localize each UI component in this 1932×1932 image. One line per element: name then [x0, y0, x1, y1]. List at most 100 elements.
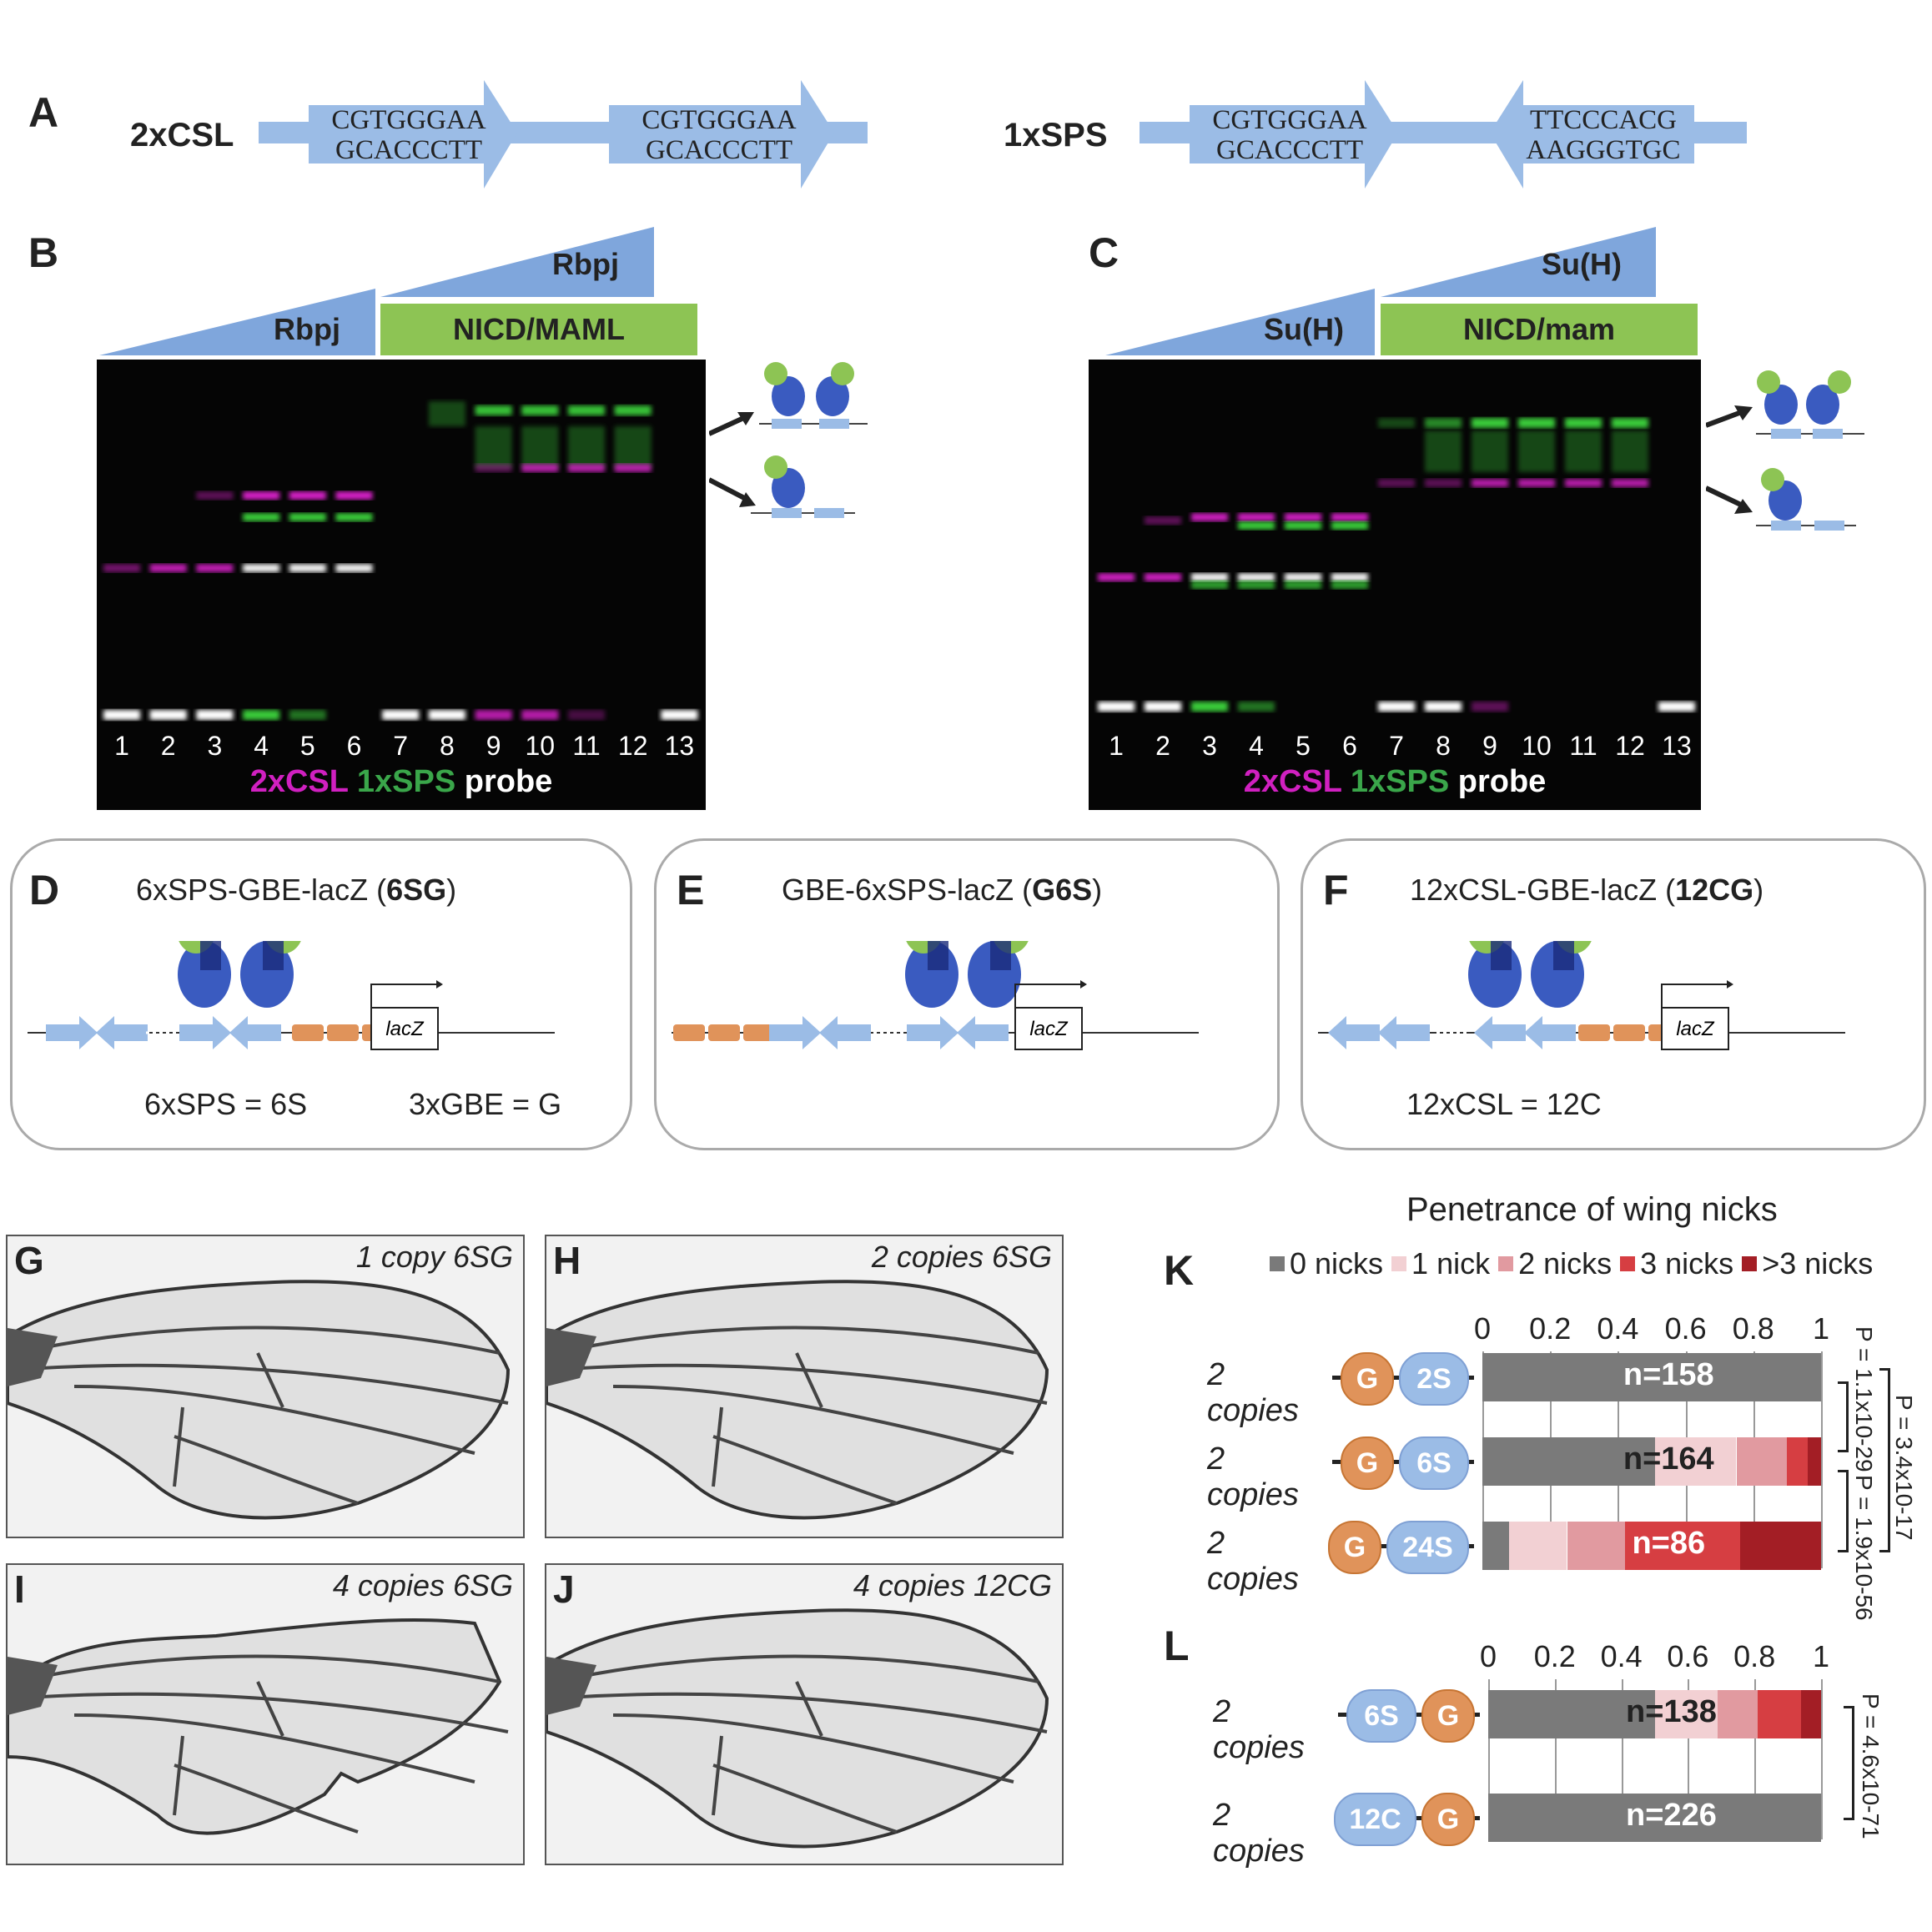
protein-label: Rbpj: [274, 312, 340, 346]
gel-band: [1425, 430, 1462, 472]
bar-segment: [1801, 1690, 1821, 1738]
gel-band: [382, 710, 420, 720]
protein-label: Su(H): [1542, 247, 1622, 281]
gbe-badge: G: [1328, 1521, 1381, 1574]
wing-vein: [554, 1363, 1048, 1405]
x-tick-label: 0.8: [1732, 1311, 1774, 1346]
x-tick-label: 1: [1812, 1639, 1830, 1673]
gridline: [1621, 1679, 1623, 1839]
construct-title: 6xSPS-GBE-lacZ (6SG): [136, 873, 457, 907]
maml-protein: [263, 941, 284, 970]
lane-number: 11: [1569, 731, 1597, 761]
complex-schematic-b: [709, 362, 868, 518]
lacz-box: [1661, 1007, 1729, 1050]
wing-vein: [73, 1713, 475, 1784]
gbe-site: [743, 1024, 775, 1041]
complex-label: NICD/MAML: [453, 312, 625, 346]
gel-band: [1518, 418, 1555, 428]
wing-vein: [795, 1352, 823, 1408]
lane-number: 4: [1249, 731, 1264, 761]
gel-band: [1612, 430, 1648, 472]
protein-label: Su(H): [1264, 312, 1344, 346]
gel-band: [568, 405, 605, 415]
gel-band: [568, 710, 605, 720]
gel-band: [1285, 581, 1321, 589]
legend-swatch: [1498, 1256, 1514, 1271]
x-tick-label: 0.4: [1597, 1311, 1639, 1346]
row-label: 2 copies: [1207, 1441, 1299, 1512]
construct-diagram: lacZ: [672, 941, 1199, 1050]
significance-bracket: [1844, 1706, 1854, 1820]
wing-vein: [173, 1406, 184, 1487]
bar-segment: [1736, 1437, 1788, 1486]
arrow-icon: [709, 477, 751, 503]
maml-protein: [1553, 941, 1574, 970]
bar-segment: [1509, 1522, 1567, 1570]
gridline: [1821, 1679, 1823, 1839]
gel-band: [1238, 573, 1275, 581]
probe-legend: 2xCSL 1xSPS probe: [1243, 764, 1547, 799]
wing-hinge: [546, 1657, 596, 1715]
site-arrow-right: [1190, 80, 1398, 189]
concentration-wedge: [99, 289, 375, 355]
promoter-arrow-icon: [1014, 984, 1080, 1008]
gel-band: [1145, 516, 1181, 525]
gel-band: [1472, 418, 1508, 428]
gel-band: [475, 426, 512, 468]
chart-title: Penetrance of wing nicks: [1406, 1191, 1778, 1228]
wing-vein: [15, 1363, 509, 1405]
construct-box-d: D 6xSPS-GBE-lacZ (6SG) lacZ 6xSPS = 6S 3…: [10, 838, 632, 1150]
gel-band: [568, 464, 605, 472]
gel-band: [1472, 702, 1508, 712]
legend-item: 0 nicks: [1270, 1246, 1383, 1281]
lane-number: 6: [346, 731, 362, 761]
panel-label-f: F: [1323, 867, 1349, 913]
gbe-badge: G: [1341, 1352, 1394, 1406]
gel-band: [289, 513, 326, 521]
legend-label: 0 nicks: [1290, 1246, 1384, 1280]
wing-vein: [612, 1385, 1014, 1455]
wing-hinge: [8, 1657, 58, 1715]
seq-name-1xsps: 1xSPS: [1004, 117, 1108, 153]
wing-vein: [554, 1692, 1048, 1733]
construct-box-e: E GBE-6xSPS-lacZ (G6S) lacZ: [654, 838, 1280, 1150]
binding-site-arrow: [229, 1016, 281, 1049]
lane-number: 6: [1342, 731, 1357, 761]
concentration-wedge: [1105, 289, 1375, 355]
gel-band: [1565, 479, 1602, 487]
gel-band: [521, 405, 559, 415]
gel-band: [1238, 513, 1275, 521]
legend-swatch: [1270, 1256, 1285, 1271]
lane-number: 13: [664, 731, 695, 761]
wing-vein: [795, 1681, 823, 1737]
wing-vein: [712, 1735, 723, 1816]
gel-band: [568, 426, 605, 468]
significance-bracket: [1879, 1368, 1890, 1552]
wing-vein: [712, 1763, 898, 1834]
site-badge: 24S: [1386, 1521, 1469, 1574]
wing-hinge: [546, 1328, 596, 1386]
bar-segment: [1654, 1690, 1718, 1738]
lane-number: 2: [1155, 731, 1170, 761]
binding-site-arrow: [907, 1016, 958, 1049]
gel-band: [1145, 573, 1181, 581]
construct-diagram: lacZ: [1318, 941, 1845, 1050]
gel-band: [1285, 521, 1321, 530]
gel-band: [1612, 418, 1648, 428]
p-value-label: P = 3.4x10-17: [1891, 1395, 1917, 1541]
gel-band: [335, 564, 373, 572]
gel-band: [1331, 573, 1368, 581]
lane-number: 3: [207, 731, 223, 761]
lane-number: 9: [1482, 731, 1497, 761]
sample-size-label: n=158: [1623, 1357, 1714, 1392]
x-tick-label: 0: [1473, 1311, 1492, 1346]
legend-swatch: [1742, 1256, 1758, 1271]
gbe-site: [327, 1024, 359, 1041]
gel-band: [335, 491, 373, 500]
gbe-badge: G: [1421, 1689, 1475, 1743]
gbe-site: [1578, 1024, 1610, 1041]
